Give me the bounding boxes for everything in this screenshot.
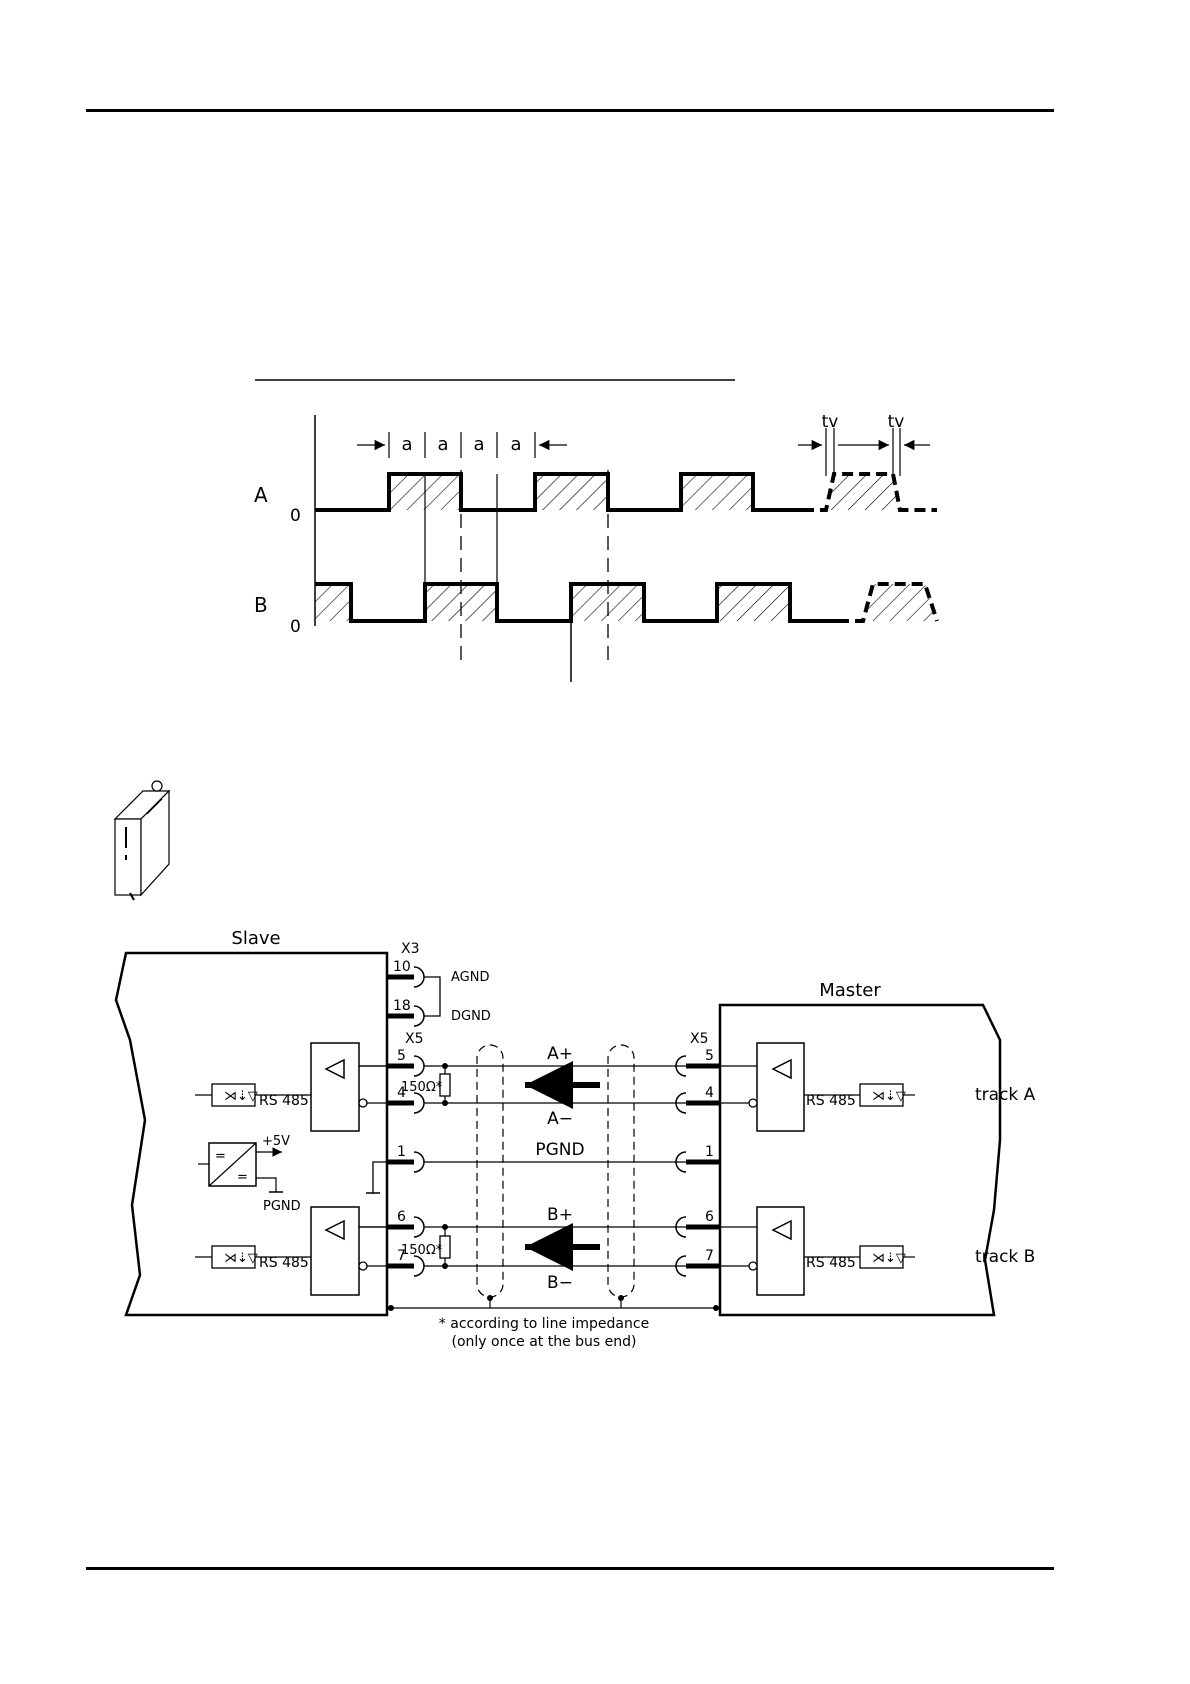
pin-5-label: 5 xyxy=(397,1048,406,1064)
x3-label: X3 xyxy=(401,941,420,957)
track-b-label: B xyxy=(254,593,268,617)
pulse-b-0 xyxy=(315,584,351,621)
period-label-2: a xyxy=(437,434,448,455)
pin-10-socket xyxy=(414,967,424,987)
pulse-a-delayed xyxy=(826,474,900,510)
slave-rs485-b-label: RS 485 xyxy=(259,1255,309,1271)
master-pin-4-label: 4 xyxy=(705,1085,714,1101)
pin-18-socket xyxy=(414,1006,424,1026)
a-plus-label: A+ xyxy=(547,1044,573,1064)
slave-label: Slave xyxy=(231,928,280,949)
timing-diagram: a a a a tv tv A 0 B 0 xyxy=(254,380,937,682)
period-label-4: a xyxy=(510,434,521,455)
pin-10-label: 10 xyxy=(393,959,411,975)
master-rs485-b-label: RS 485 xyxy=(806,1255,856,1271)
pulse-b-3 xyxy=(717,584,790,621)
servo-drive-icon xyxy=(115,781,169,900)
pin-6-label: 6 xyxy=(397,1209,406,1225)
master-rs485-a-label: RS 485 xyxy=(806,1093,856,1109)
dgnd-label: DGND xyxy=(451,1009,491,1024)
master-label: Master xyxy=(819,980,881,1001)
agnd-label: AGND xyxy=(451,970,489,985)
track-a-label: A xyxy=(254,483,268,507)
dc-sym-1: = xyxy=(215,1149,226,1164)
track-a-wiring-label: track A xyxy=(975,1085,1036,1105)
cable-shield-left xyxy=(477,1045,503,1297)
master-pin-7-label: 7 xyxy=(705,1248,714,1264)
b-plus-label: B+ xyxy=(547,1205,573,1225)
resistor-a-label: 150Ω* xyxy=(401,1080,443,1095)
master-transceiver-a xyxy=(757,1043,804,1131)
opto-glyph-a: ⋊⇣▽ xyxy=(224,1089,258,1104)
opto-glyph-b: ⋊⇣▽ xyxy=(224,1251,258,1266)
track-b-zero: 0 xyxy=(290,617,301,637)
track-a-zero: 0 xyxy=(290,506,301,526)
pin-18-label: 18 xyxy=(393,998,411,1014)
slave-transceiver-a xyxy=(311,1043,359,1131)
pulse-a-2 xyxy=(535,474,608,510)
agnd-dgnd-bridge xyxy=(424,977,440,1016)
master-pin-6-label: 6 xyxy=(705,1209,714,1225)
resistor-b-label: 150Ω* xyxy=(401,1243,443,1258)
period-label-3: a xyxy=(473,434,484,455)
wiring-diagram: Slave Master X3 10 18 AGND DGND X5 X5 5 … xyxy=(116,928,1036,1350)
x5-master-label: X5 xyxy=(690,1031,709,1047)
plus5v-label: +5V xyxy=(262,1134,290,1149)
opto-glyph-d: ⋊⇣▽ xyxy=(872,1251,906,1266)
slave-transceiver-b xyxy=(311,1207,359,1295)
tv-label-1: tv xyxy=(822,412,839,432)
pgnd-line-label: PGND xyxy=(535,1140,584,1160)
master-transceiver-b xyxy=(757,1207,804,1295)
slave-rs485-a-label: RS 485 xyxy=(259,1093,309,1109)
period-label-1: a xyxy=(401,434,412,455)
dc-sym-2: = xyxy=(237,1170,248,1185)
b-minus-label: B− xyxy=(547,1273,573,1293)
pin-1-label: 1 xyxy=(397,1144,406,1160)
footnote-line-1: * according to line impedance xyxy=(439,1316,649,1332)
master-pin-5-label: 5 xyxy=(705,1048,714,1064)
pgnd-supply-label: PGND xyxy=(263,1199,301,1214)
a-minus-label: A− xyxy=(547,1109,573,1129)
pulse-a-3 xyxy=(681,474,753,510)
track-b-wiring-label: track B xyxy=(975,1247,1035,1267)
opto-glyph-c: ⋊⇣▽ xyxy=(872,1089,906,1104)
cable-shield-right xyxy=(608,1045,634,1297)
master-pin-1-label: 1 xyxy=(705,1144,714,1160)
footnote-line-2: (only once at the bus end) xyxy=(451,1334,636,1350)
tv-label-2: tv xyxy=(888,412,905,432)
x5-slave-label: X5 xyxy=(405,1031,424,1047)
